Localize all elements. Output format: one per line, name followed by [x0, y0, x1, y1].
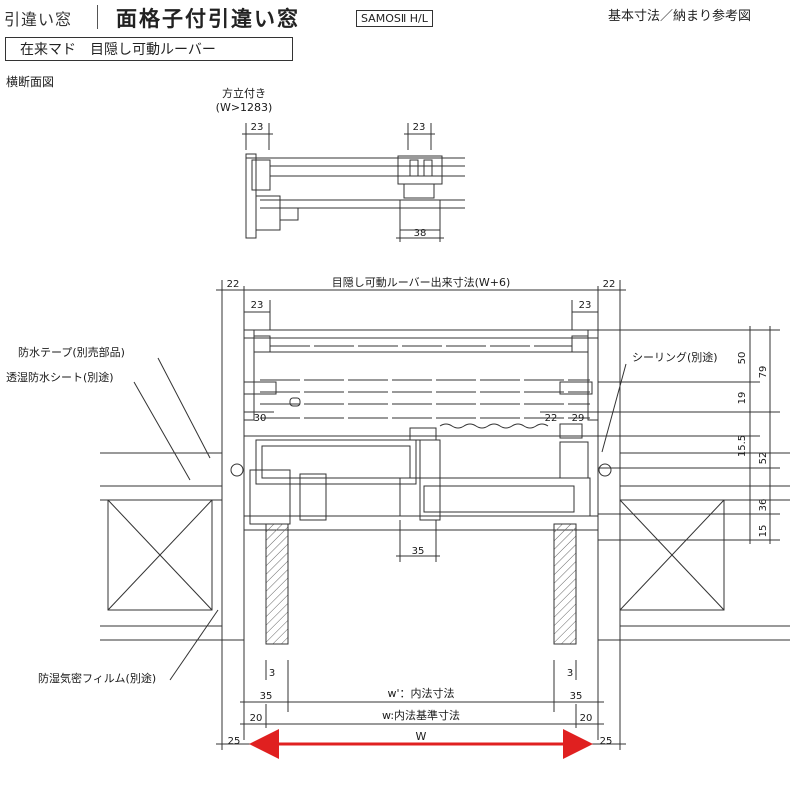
vdim-19: 19	[737, 392, 748, 405]
dim-29: 29	[572, 413, 585, 424]
inner-w-label: w:内法基準寸法	[382, 708, 460, 722]
callout-breathable-sheet: 透湿防水シート(別途)	[6, 370, 114, 384]
dim-3-right: 3	[567, 668, 573, 679]
inner-w-prime-label: w'：内法寸法	[387, 686, 454, 700]
callout-sealing: シーリング(別途)	[632, 350, 718, 364]
top-detail-label: 方立付き	[222, 86, 266, 100]
dim-3-left: 3	[269, 668, 275, 679]
dim-20-right: 20	[580, 713, 593, 724]
callout-waterproof-tape: 防水テープ(別売部品)	[18, 345, 125, 359]
dim-30: 30	[254, 413, 267, 424]
dim-25-left: 25	[228, 736, 241, 747]
subtitle-box: 在来マド 目隠し可動ルーバー	[5, 37, 293, 61]
reference-label: 基本寸法／納まり参考図	[608, 9, 752, 24]
dim-35-right: 35	[570, 691, 583, 702]
vdim-15-5: 15.5	[737, 435, 748, 457]
main-section: 22 22 目隠し可動ルーバー出来寸法(W+6) 23 23 30 22 29	[100, 275, 790, 750]
dim-35-center: 35	[412, 546, 425, 557]
vdim-52: 52	[758, 452, 769, 465]
callout-vapor-film: 防湿気密フィルム(別途)	[38, 671, 156, 685]
vdim-79: 79	[758, 366, 769, 379]
width-label: W	[416, 730, 427, 743]
dim-overall-label: 目隠し可動ルーバー出来寸法(W+6)	[332, 275, 511, 289]
dim-20-left: 20	[250, 713, 263, 724]
vdim-36: 36	[758, 499, 769, 512]
dim-23-left: 23	[251, 300, 264, 311]
top-dim-23-left: 23	[251, 122, 264, 133]
top-dim-23-mid: 23	[413, 122, 426, 133]
dim-25-right: 25	[600, 736, 613, 747]
dim-23-right: 23	[579, 300, 592, 311]
dim-22-left: 22	[227, 279, 240, 290]
dim-35-left: 35	[260, 691, 273, 702]
header-category: 引違い窓	[4, 10, 73, 29]
top-detail-condition: (W>1283)	[216, 101, 273, 114]
section-label: 横断面図	[6, 75, 55, 89]
dim-22-right: 22	[603, 279, 616, 290]
dim-22-inner: 22	[545, 413, 558, 424]
series-badge: SAMOSⅡ H/L	[356, 10, 433, 27]
top-detail: 方立付き (W>1283) 23 23 38	[216, 86, 465, 242]
page-title: 面格子付引違い窓	[116, 7, 300, 31]
vdim-50: 50	[737, 352, 748, 365]
top-dim-38: 38	[414, 228, 427, 239]
vdim-15: 15	[758, 525, 769, 538]
header-divider	[97, 5, 98, 29]
